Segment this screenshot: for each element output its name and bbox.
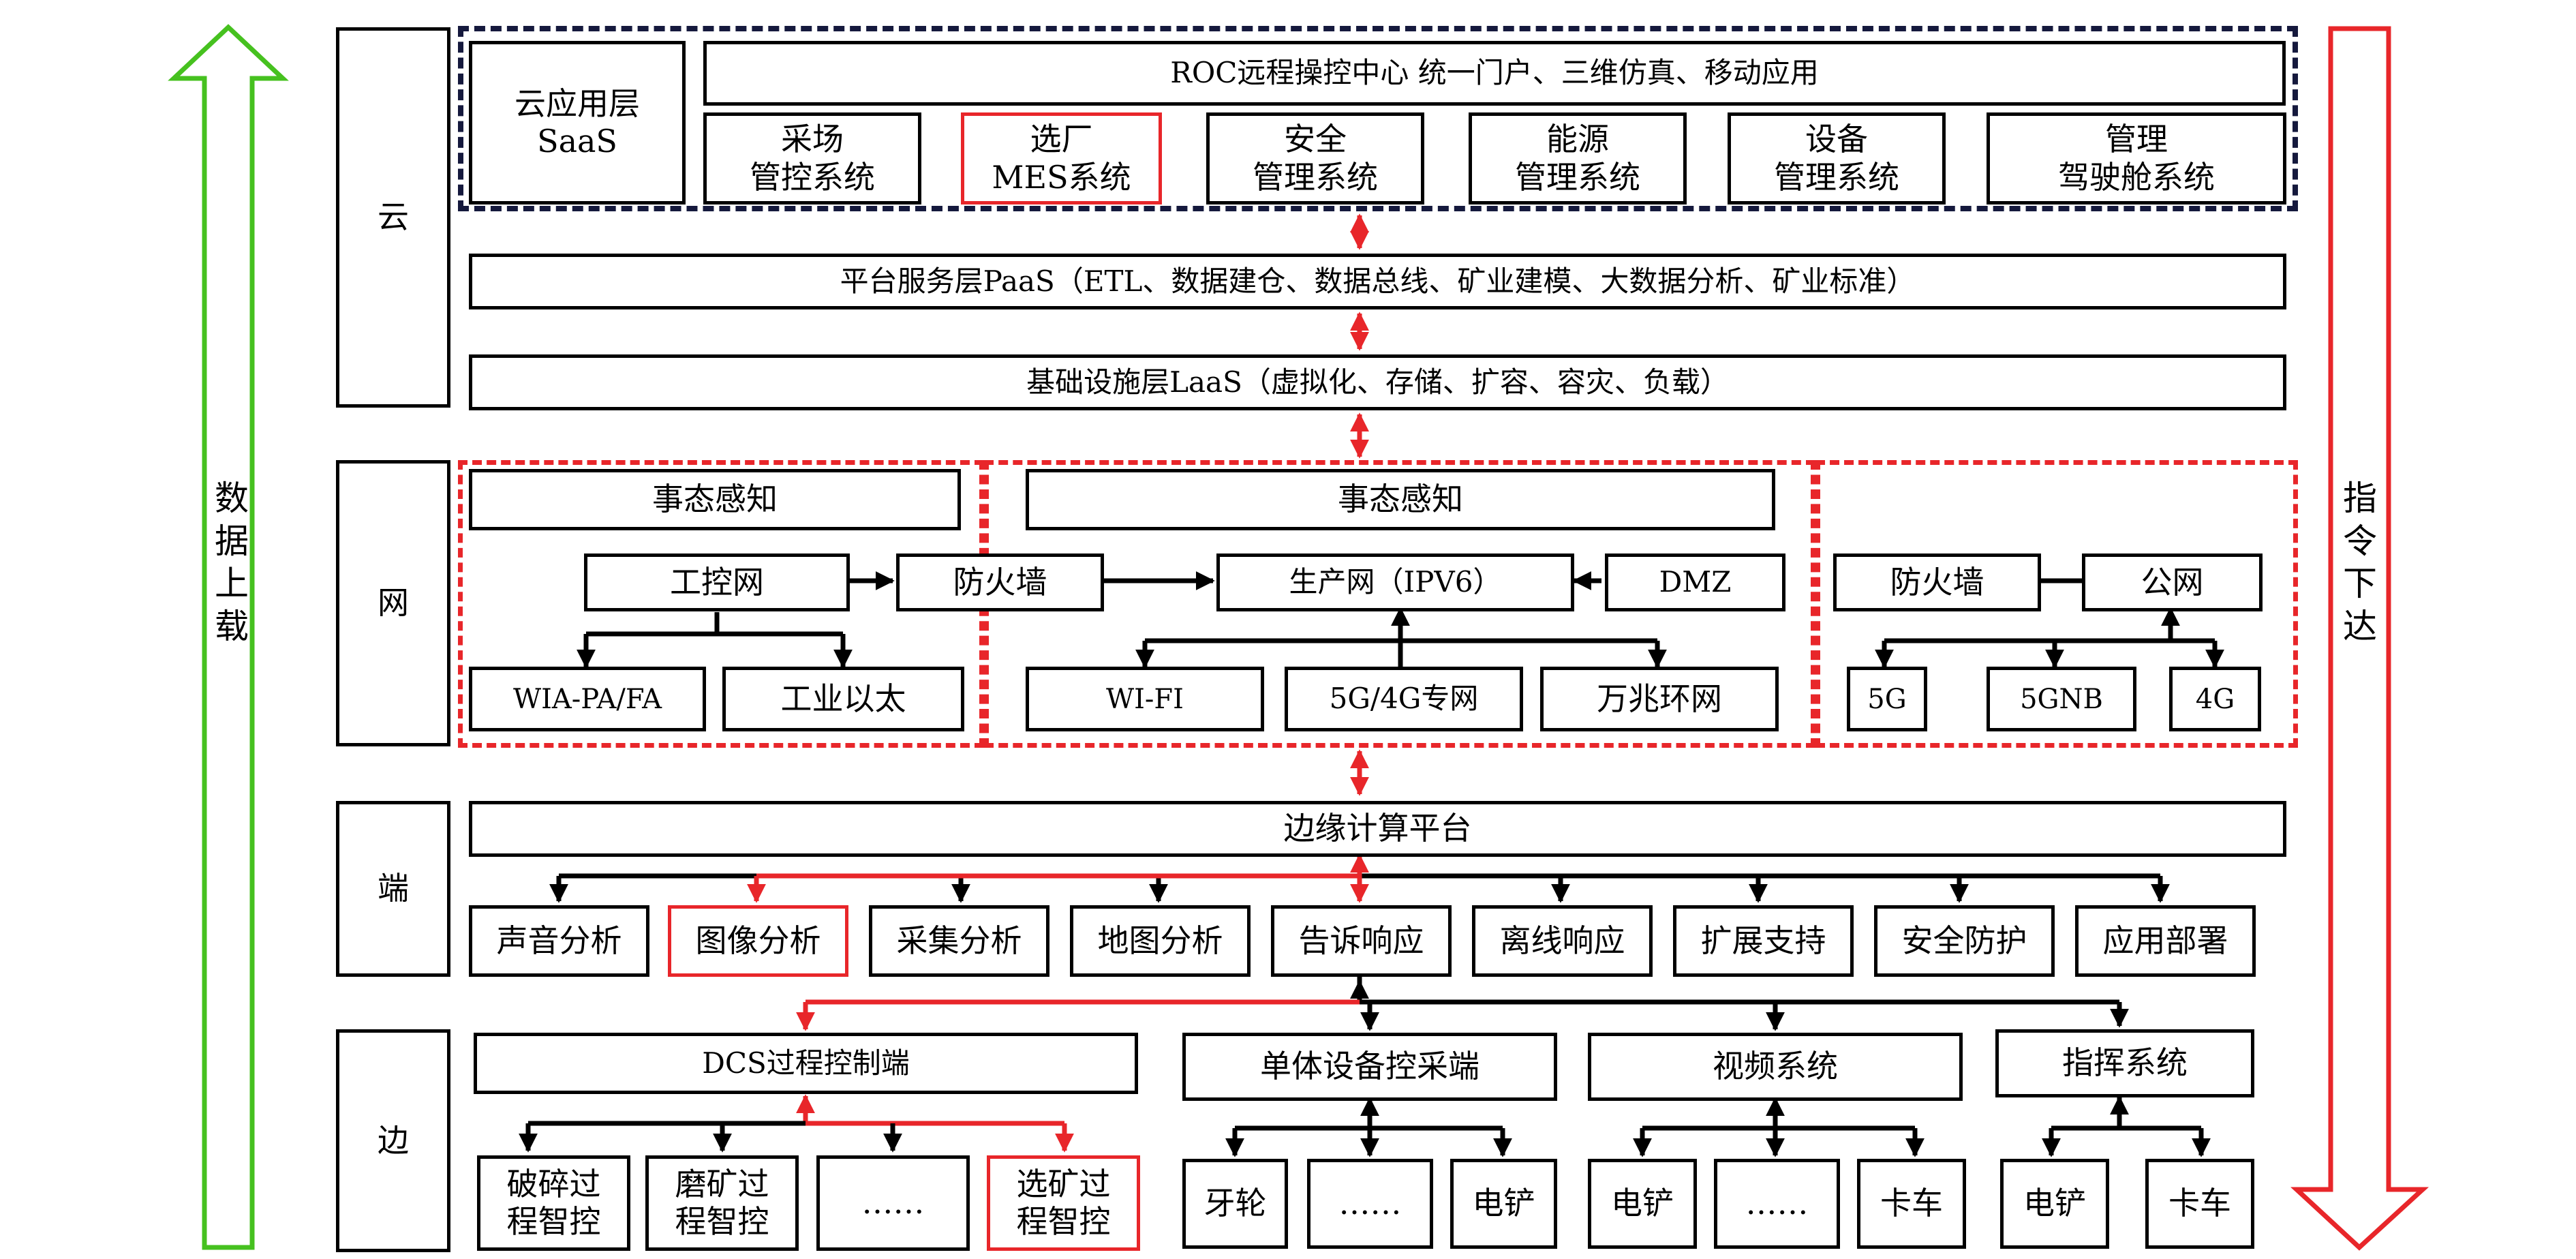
upload-label: 数 据 上 载 bbox=[215, 479, 249, 646]
public-network: 公网 bbox=[2082, 553, 2263, 611]
dmz: DMZ bbox=[1605, 553, 1785, 611]
industrial-control-network: 工控网 bbox=[584, 553, 850, 611]
video-truck: 卡车 bbox=[1857, 1159, 1966, 1249]
paas-layer: 平台服务层PaaS（ETL、数据建仓、数据总线、矿业建模、大数据分析、矿业标准） bbox=[469, 254, 2286, 309]
net-5gnb: 5GNB bbox=[1987, 667, 2136, 731]
private-5g4g: 5G/4G专网 bbox=[1285, 667, 1523, 731]
command-label: 指 令 下 达 bbox=[2343, 479, 2377, 646]
production-network: 生产网（IPV6） bbox=[1216, 553, 1574, 611]
roc-center: ROC远程操控中心 统一门户、三维仿真、移动应用 bbox=[703, 41, 2286, 106]
saas-region bbox=[458, 26, 2298, 211]
firewall-right: 防火墙 bbox=[1833, 553, 2041, 611]
wifi: WI-FI bbox=[1026, 667, 1264, 731]
upload-arrow bbox=[168, 24, 289, 1250]
system-safety: 安全 管理系统 bbox=[1206, 112, 1424, 204]
beneficiation-control: 选矿过 程智控 bbox=[987, 1155, 1140, 1251]
system-equipment: 设备 管理系统 bbox=[1728, 112, 1946, 204]
video-system: 视频系统 bbox=[1588, 1033, 1963, 1101]
fast-response: 告诉响应 bbox=[1271, 905, 1452, 977]
prod-tree bbox=[1145, 638, 1657, 669]
video-shovel: 电铲 bbox=[1588, 1159, 1697, 1249]
system-cockpit: 管理 驾驶舱系统 bbox=[1987, 112, 2286, 204]
industrial-ethernet: 工业以太 bbox=[722, 667, 964, 731]
offline-response: 离线响应 bbox=[1472, 905, 1653, 977]
single-more: …… bbox=[1307, 1159, 1433, 1249]
net-4g: 4G bbox=[2169, 667, 2261, 731]
edge-bus bbox=[1357, 976, 2119, 1005]
image-analysis: 图像分析 bbox=[668, 905, 848, 977]
net-5g: 5G bbox=[1847, 667, 1927, 731]
system-mes: 选厂 MES系统 bbox=[961, 112, 1162, 204]
command-shovel: 电铲 bbox=[2000, 1159, 2109, 1249]
security-protection: 安全防护 bbox=[1874, 905, 2055, 977]
wia-pa-fa: WIA-PA/FA bbox=[469, 667, 706, 731]
system-mining: 采场 管控系统 bbox=[703, 112, 921, 204]
iaas-layer: 基础设施层LaaS（虚拟化、存储、扩容、容灾、负载） bbox=[469, 354, 2286, 410]
dcs-more: …… bbox=[816, 1155, 970, 1251]
single-drill: 牙轮 bbox=[1182, 1159, 1288, 1249]
command-arrow bbox=[2290, 26, 2429, 1251]
dcs-control-end: DCS过程控制端 bbox=[474, 1033, 1138, 1094]
map-analysis: 地图分析 bbox=[1070, 905, 1251, 977]
app-deployment: 应用部署 bbox=[2075, 905, 2256, 977]
collection-analysis: 采集分析 bbox=[869, 905, 1049, 977]
command-truck: 卡车 bbox=[2145, 1159, 2254, 1249]
grinding-control: 磨矿过 程智控 bbox=[645, 1155, 799, 1251]
icn-tree bbox=[583, 612, 846, 665]
tier-network: 网 bbox=[336, 460, 450, 746]
crushing-control: 破碎过 程智控 bbox=[477, 1155, 630, 1251]
ring-network: 万兆环网 bbox=[1540, 667, 1779, 731]
tier-edge: 边 bbox=[336, 1029, 450, 1252]
terminal-red-path bbox=[756, 858, 1362, 879]
network-zone-right bbox=[1815, 460, 2298, 748]
saas-label: 云应用层 SaaS bbox=[469, 41, 686, 204]
single-device-end: 单体设备控采端 bbox=[1182, 1033, 1557, 1101]
awareness-middle: 事态感知 bbox=[1026, 469, 1775, 530]
single-shovel: 电铲 bbox=[1450, 1159, 1557, 1249]
tier-terminal: 端 bbox=[336, 801, 450, 977]
command-system: 指挥系统 bbox=[1995, 1029, 2254, 1097]
awareness-left: 事态感知 bbox=[469, 469, 961, 530]
sound-analysis: 声音分析 bbox=[469, 905, 649, 977]
tier-cloud: 云 bbox=[336, 27, 450, 408]
extension-support: 扩展支持 bbox=[1673, 905, 1854, 977]
edge-computing-platform: 边缘计算平台 bbox=[469, 801, 2286, 857]
video-more: …… bbox=[1714, 1159, 1840, 1249]
firewall-left: 防火墙 bbox=[896, 553, 1104, 611]
system-energy: 能源 管理系统 bbox=[1469, 112, 1687, 204]
